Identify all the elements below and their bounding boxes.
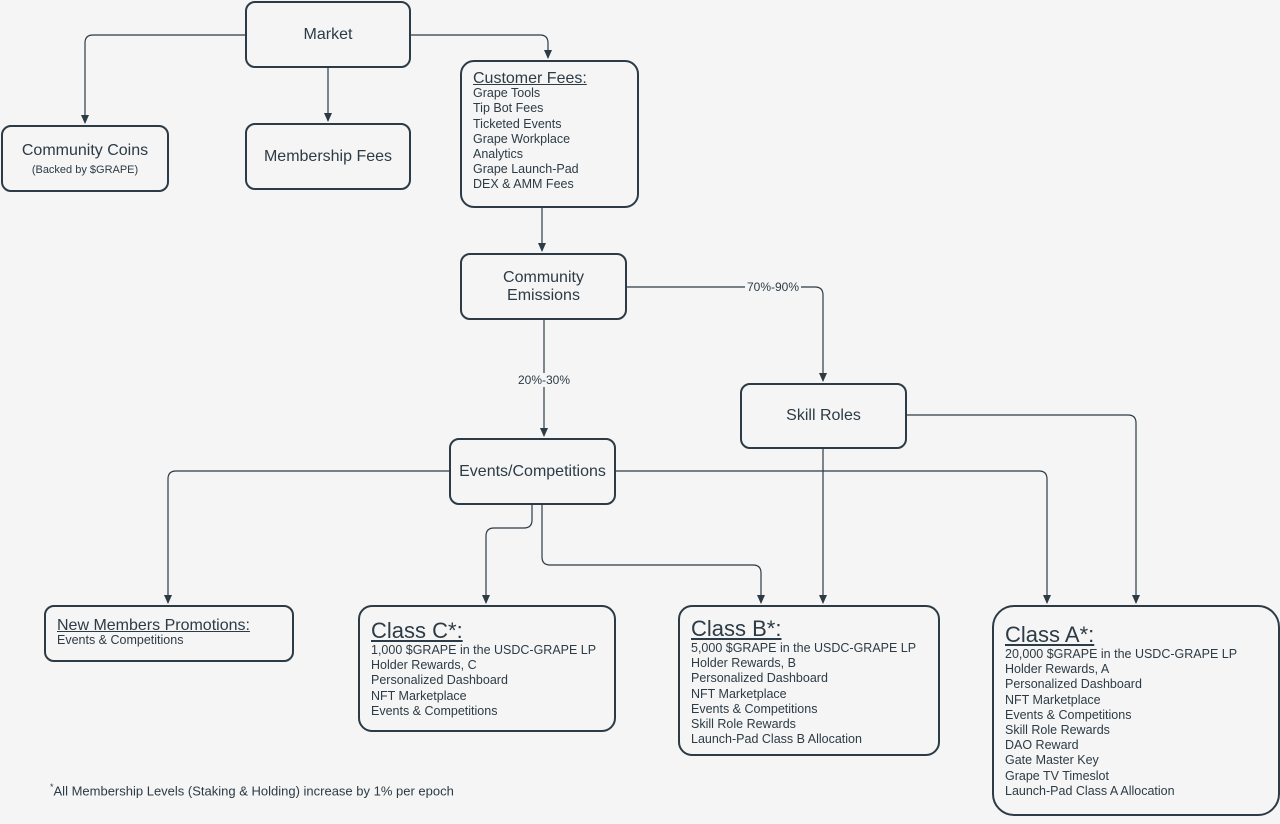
list-item: Personalized Dashboard bbox=[691, 671, 828, 686]
arrow-events-to-class-c bbox=[482, 505, 533, 604]
list-item: Personalized Dashboard bbox=[371, 673, 508, 688]
events-competitions-node: Events/Competitions bbox=[449, 438, 616, 505]
list-item: Holder Rewards, A bbox=[1005, 662, 1110, 677]
arrow-events-to-class-a bbox=[616, 470, 1051, 604]
community-coins-sublabel: (Backed by $GRAPE) bbox=[31, 163, 139, 176]
community-coins-label: Community Coins bbox=[21, 141, 149, 159]
list-item: Gate Master Key bbox=[1005, 753, 1099, 768]
list-item: Grape Workplace bbox=[473, 131, 571, 146]
skill-roles-node: Skill Roles bbox=[740, 383, 907, 449]
membership-footnote: *All Membership Levels (Staking & Holdin… bbox=[50, 782, 454, 798]
community-coins-node: Community Coins (Backed by $GRAPE) bbox=[1, 125, 169, 192]
membership-fees-node: Membership Fees bbox=[245, 123, 411, 190]
list-item: Grape TV Timeslot bbox=[1005, 768, 1109, 783]
class-a-node: Class A*: 20,000 $GRAPE in the USDC-GRAP… bbox=[992, 605, 1280, 816]
list-item: NFT Marketplace bbox=[1005, 692, 1101, 707]
new-members-promotions-node: New Members Promotions: Events & Competi… bbox=[44, 605, 294, 662]
list-item: Launch-Pad Class A Allocation bbox=[1005, 783, 1175, 798]
membership-fees-label: Membership Fees bbox=[263, 147, 393, 165]
community-emissions-label-line1: Community bbox=[503, 268, 584, 286]
list-item: Skill Role Rewards bbox=[691, 717, 796, 732]
market-label: Market bbox=[303, 25, 353, 43]
events-competitions-label: Events/Competitions bbox=[459, 462, 606, 480]
list-item: 5,000 $GRAPE in the USDC-GRAPE LP bbox=[691, 641, 917, 655]
community-emissions-label-line2: Emissions bbox=[507, 286, 580, 304]
list-item: Tip Bot Fees bbox=[473, 101, 544, 116]
footnote-asterisk: * bbox=[50, 782, 54, 792]
footnote-text: All Membership Levels (Staking & Holding… bbox=[53, 783, 454, 799]
class-c-node: Class C*: 1,000 $GRAPE in the USDC-GRAPE… bbox=[358, 605, 616, 732]
list-item: Ticketed Events bbox=[473, 116, 562, 131]
skill-roles-label: Skill Roles bbox=[786, 407, 861, 424]
customer-fees-node: Customer Fees: Grape Tools Tip Bot Fees … bbox=[460, 60, 639, 208]
edge-label-skill-roles-share: 70%-90% bbox=[744, 280, 802, 294]
list-item: 1,000 $GRAPE in the USDC-GRAPE LP bbox=[371, 643, 597, 657]
list-item: DAO Reward bbox=[1005, 738, 1079, 753]
class-c-title: Class C*: bbox=[371, 618, 463, 643]
new-members-title: New Members Promotions: bbox=[57, 617, 250, 634]
arrow-skill-roles-to-class-a bbox=[906, 414, 1140, 604]
list-item: Events & Competitions bbox=[371, 703, 498, 718]
class-a-title: Class A*: bbox=[1005, 622, 1095, 647]
edge-label-events-share: 20%-30% bbox=[515, 373, 573, 387]
list-item: 20,000 $GRAPE in the USDC-GRAPE LP bbox=[1005, 647, 1238, 661]
list-item: Skill Role Rewards bbox=[1005, 723, 1110, 738]
arrow-market-to-community-coins bbox=[81, 34, 245, 124]
list-item: Events & Competitions bbox=[691, 701, 818, 716]
list-item: Grape Launch-Pad bbox=[473, 162, 579, 177]
arrow-emissions-to-skill-roles bbox=[627, 286, 827, 382]
arrow-events-to-new-members bbox=[164, 470, 449, 604]
arrow-events-to-class-b bbox=[541, 505, 765, 604]
market-node: Market bbox=[245, 1, 411, 68]
list-item: Analytics bbox=[473, 147, 524, 162]
class-b-node: Class B*: 5,000 $GRAPE in the USDC-GRAPE… bbox=[678, 605, 940, 756]
list-item: Events & Competitions bbox=[57, 633, 184, 648]
community-emissions-node: Community Emissions bbox=[460, 253, 627, 320]
class-b-title: Class B*: bbox=[691, 616, 782, 641]
list-item: Personalized Dashboard bbox=[1005, 677, 1142, 692]
list-item: Events & Competitions bbox=[1005, 707, 1132, 722]
arrow-market-to-customer-fees bbox=[411, 34, 552, 59]
list-item: DEX & AMM Fees bbox=[473, 177, 574, 192]
list-item: Holder Rewards, C bbox=[371, 658, 477, 673]
list-item: NFT Marketplace bbox=[691, 686, 787, 701]
list-item: Grape Tools bbox=[473, 86, 541, 101]
list-item: NFT Marketplace bbox=[371, 688, 467, 703]
list-item: Holder Rewards, B bbox=[691, 656, 796, 671]
customer-fees-title: Customer Fees: bbox=[473, 70, 587, 87]
list-item: Launch-Pad Class B Allocation bbox=[691, 732, 862, 747]
